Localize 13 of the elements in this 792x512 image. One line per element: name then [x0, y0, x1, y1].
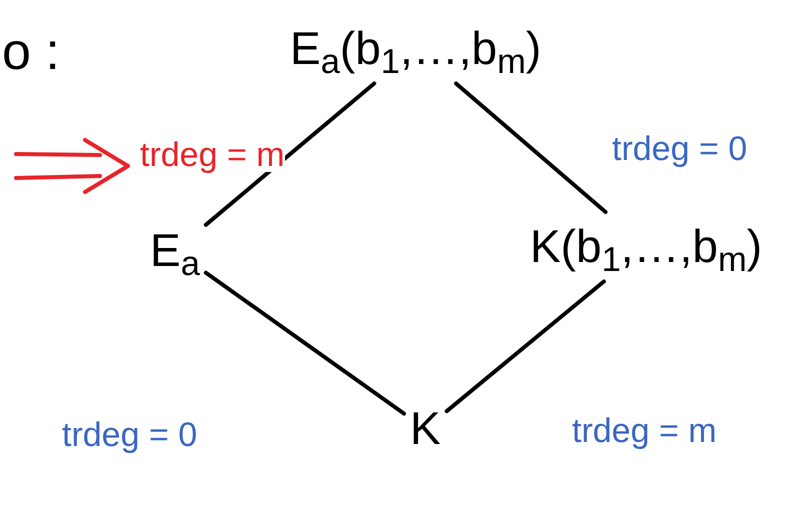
math-expression: K [410, 400, 441, 458]
connector-line [454, 82, 608, 214]
math-expression: E$_{a}$ [150, 222, 200, 280]
text-label: o : [2, 26, 60, 78]
math-expression: E$_{a}$(b$_{1}$,…,b$_{m}$) [290, 20, 542, 78]
connector-line [204, 82, 376, 227]
edge-label: trdeg = m [140, 138, 285, 172]
connector-line [204, 270, 406, 416]
connector-line [444, 280, 606, 414]
edge-label: trdeg = 0 [612, 132, 748, 166]
edge-label: trdeg = m [572, 414, 717, 448]
math-expression: K(b$_{1}$,…,b$_{m}$) [530, 218, 762, 276]
edge-label: trdeg = 0 [62, 418, 198, 452]
